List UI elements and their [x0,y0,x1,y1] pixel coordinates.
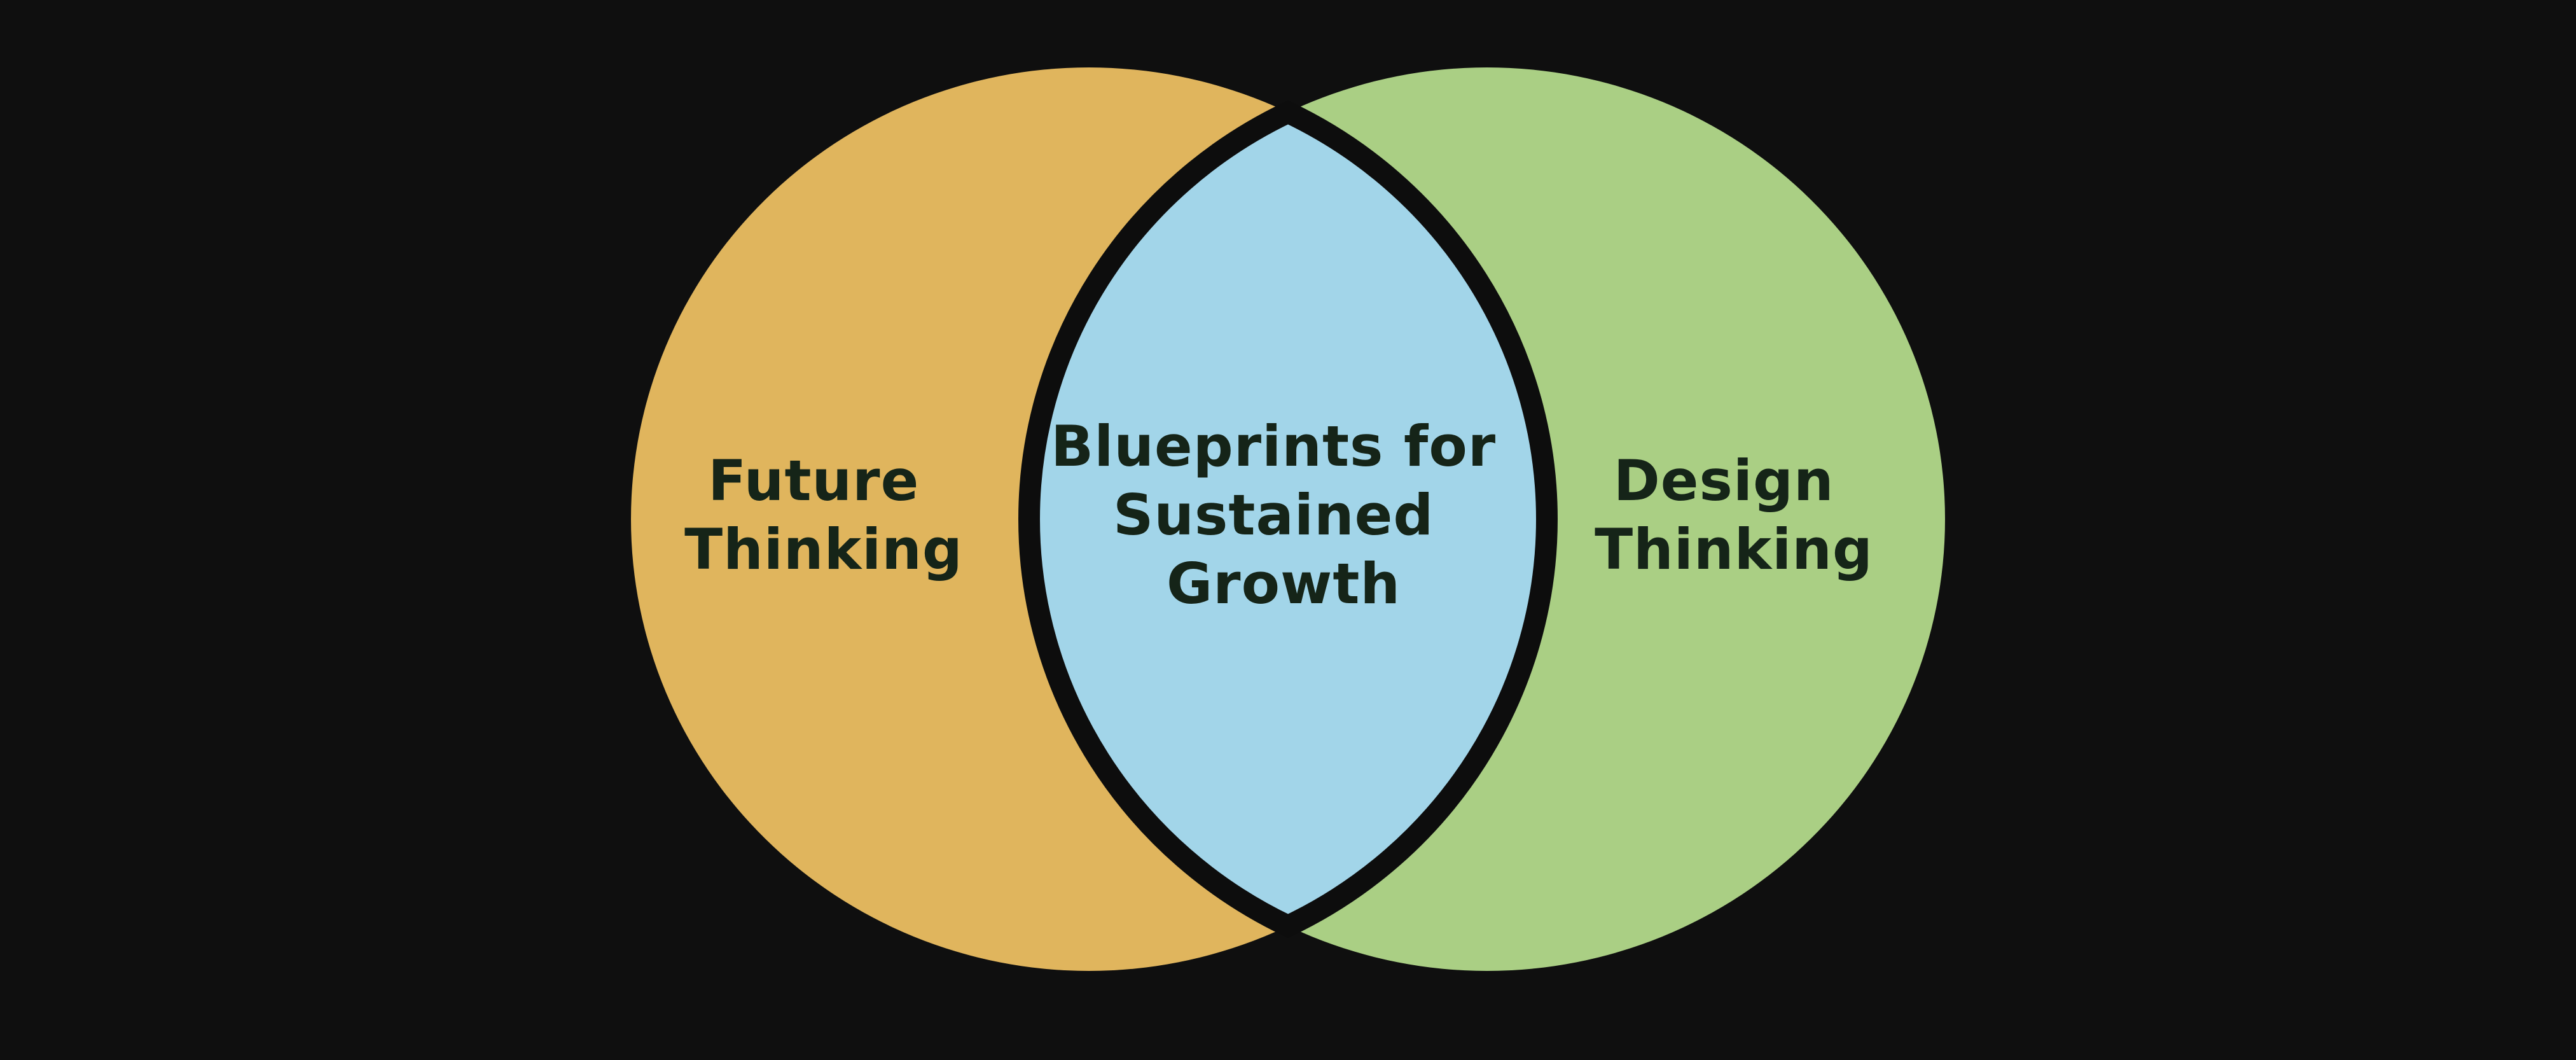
overlap-label-line: Blueprints for [1051,414,1496,479]
left-circle-label: Future Thinking [684,448,963,582]
overlap-label: Blueprints for Sustained Growth [1051,414,1516,617]
overlap-label-line: Growth [1167,551,1401,617]
right-circle-label: Design Thinking [1595,448,1873,582]
left-label-line: Thinking [684,517,963,582]
overlap-region [1029,67,1547,971]
right-label-line: Thinking [1595,517,1873,582]
right-label-line: Design [1614,448,1834,513]
overlap-label-line: Sustained [1113,482,1434,548]
overlap-outline [1018,100,1558,938]
left-label-line: Future [708,448,919,513]
